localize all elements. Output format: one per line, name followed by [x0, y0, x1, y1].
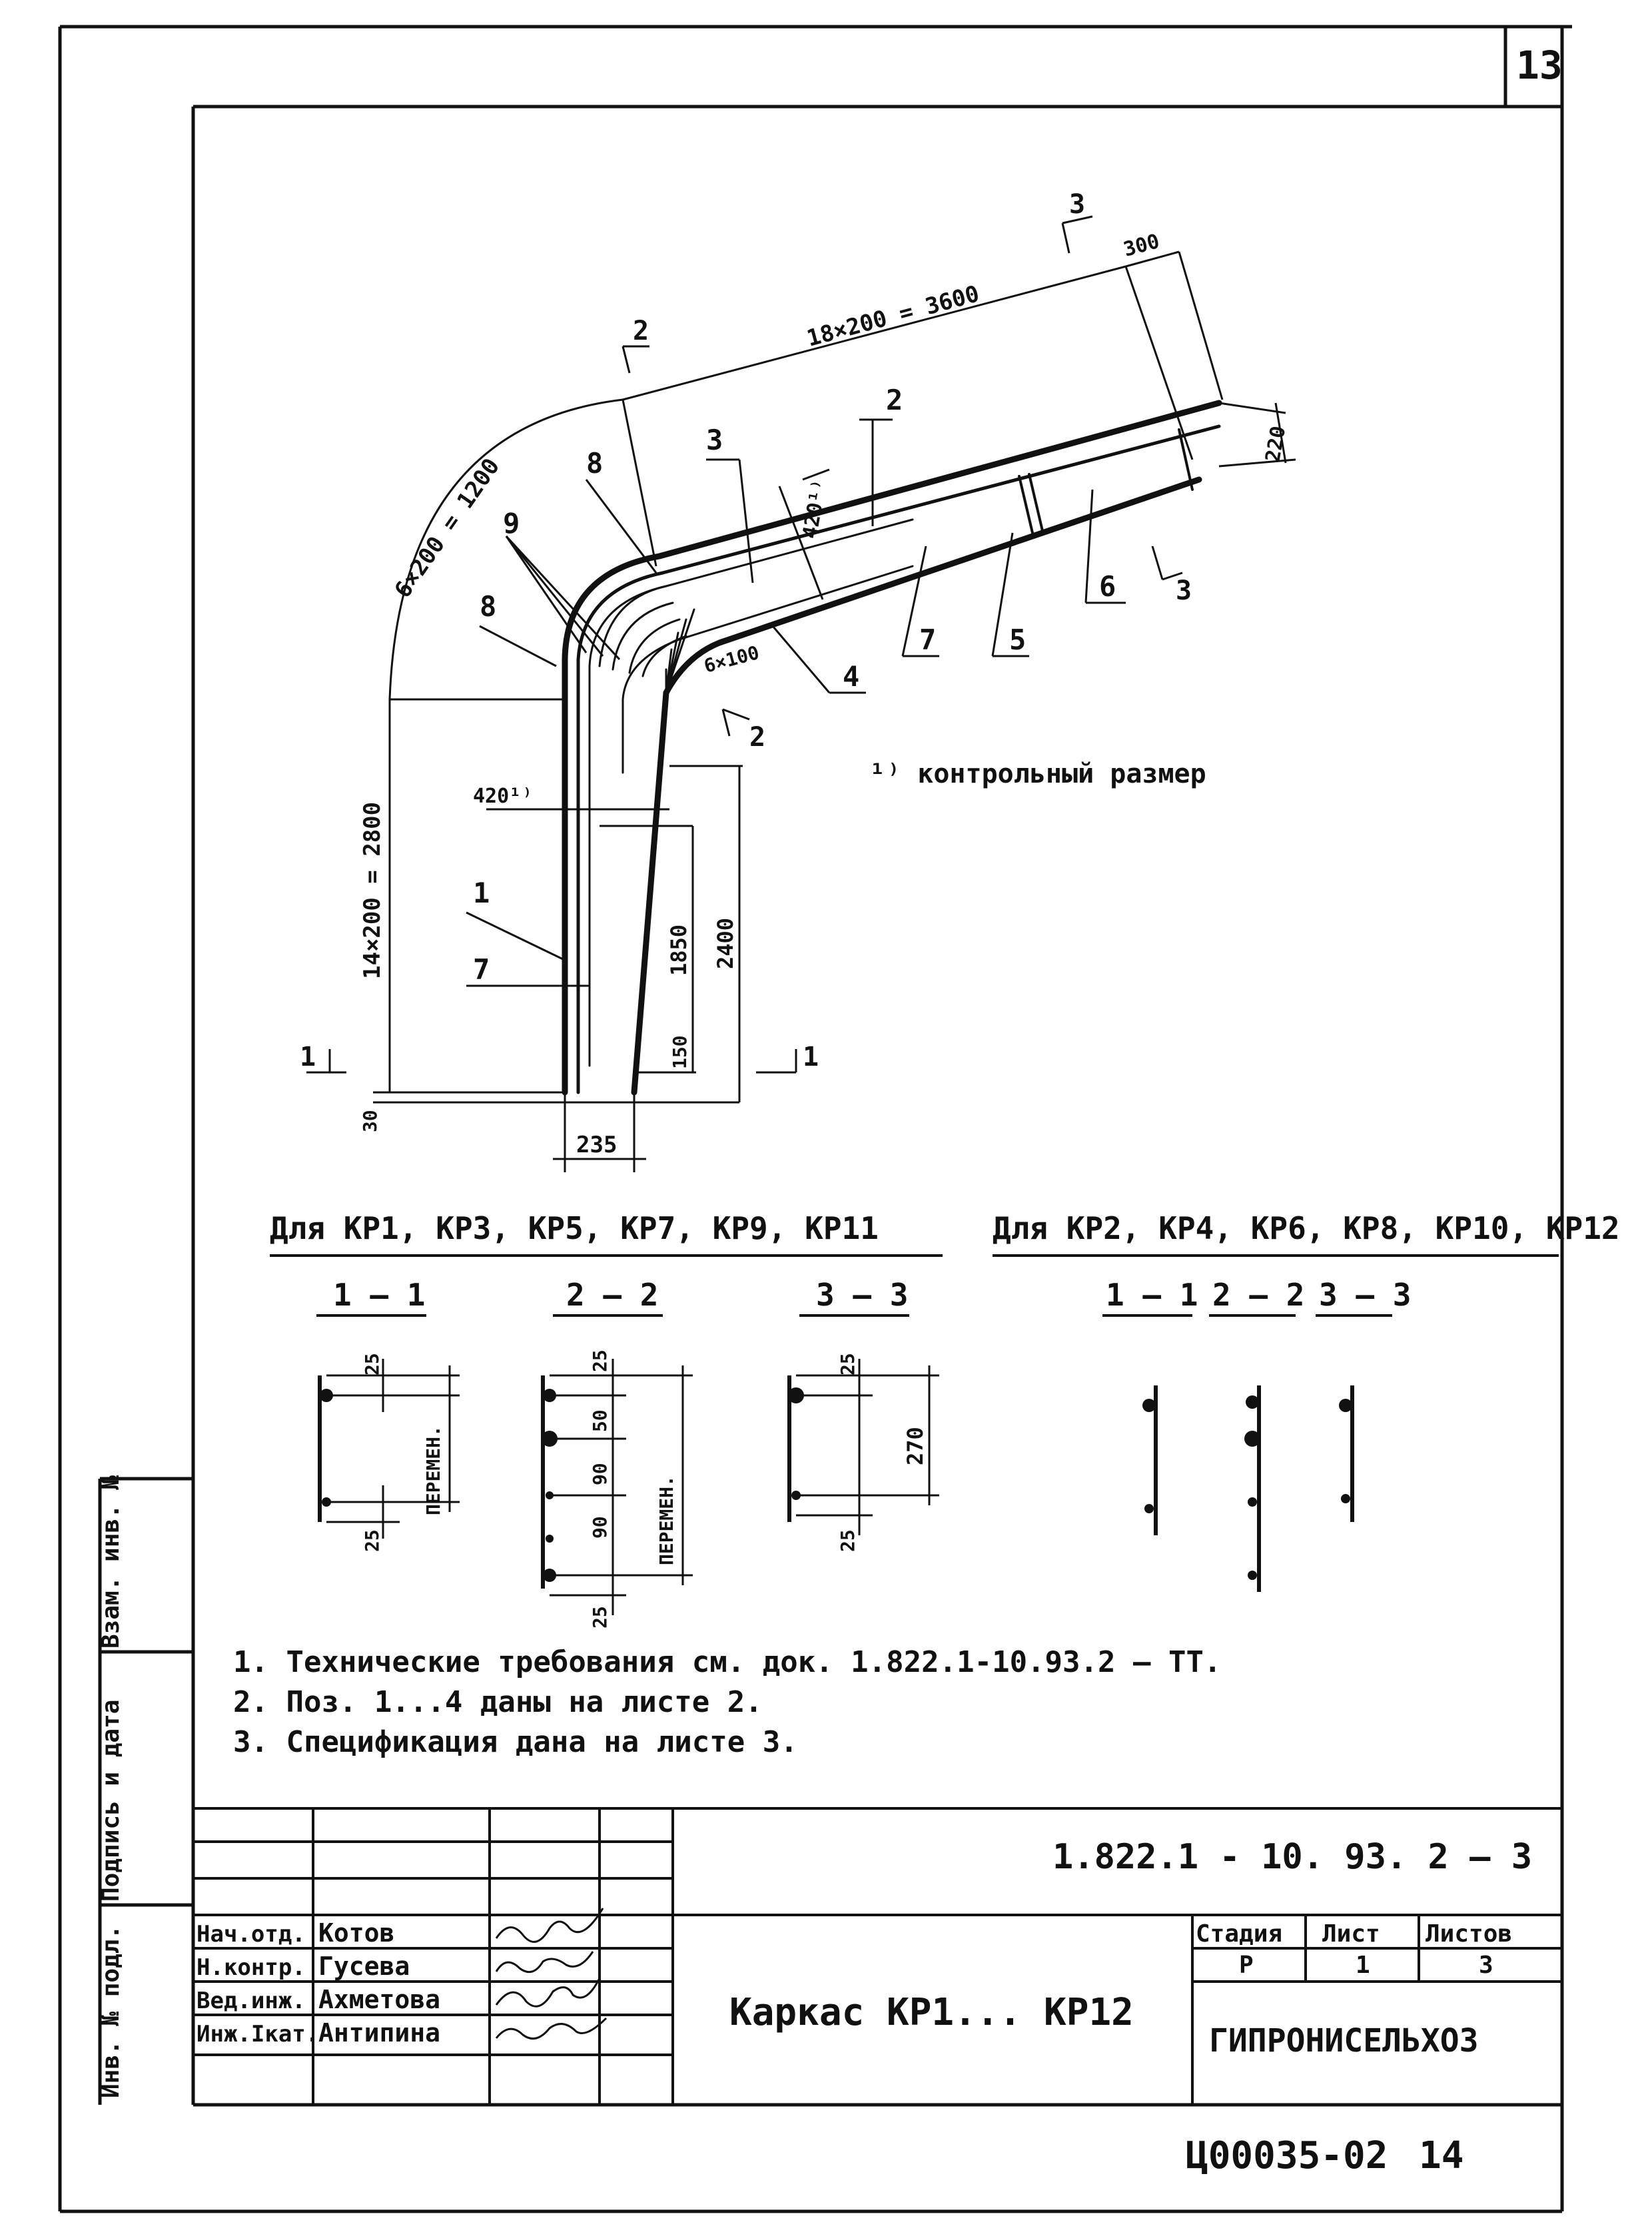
sect-mark-2-top: 2: [633, 316, 649, 346]
sl1-25b: 25: [361, 1529, 383, 1552]
dim-2400: 2400: [713, 918, 738, 969]
section-right-3-label: 3 – 3: [1319, 1277, 1411, 1313]
footnote-control-size: ¹⁾ контрольный размер: [869, 759, 1206, 789]
frame-bars: [562, 400, 1222, 1096]
section-left-2-label: 2 – 2: [566, 1277, 658, 1313]
org-name: ГИПРОНИСЕЛЬХОЗ: [1209, 2022, 1479, 2059]
leader-lines: [466, 418, 1126, 987]
sl2-90a: 90: [589, 1463, 611, 1485]
dim-vertical: 14×200 = 2800: [359, 802, 386, 979]
note-1: 1. Технические требования см. док. 1.822…: [233, 1645, 1221, 1679]
dim-150: 150: [669, 1035, 691, 1069]
role-2: Н.контр.: [197, 1954, 306, 1981]
pos-8-upper: 8: [586, 447, 603, 480]
sl2-90b: 90: [589, 1516, 611, 1539]
note-3: 3. Спецификация дана на листе 3.: [233, 1725, 798, 1759]
name-1: Котов: [318, 1918, 394, 1948]
section-right-1-label: 1 – 1: [1106, 1277, 1198, 1313]
pos-7-right: 7: [919, 623, 936, 656]
pos-5: 5: [1009, 623, 1026, 656]
pos-7-left: 7: [473, 953, 490, 986]
sl3-25: 25: [837, 1353, 859, 1375]
pos-1: 1: [473, 877, 490, 909]
sections-right-bars: [1154, 1385, 1354, 1592]
pos-9: 9: [503, 507, 520, 540]
dim-235: 235: [576, 1132, 617, 1158]
sheet-header: Лист: [1322, 1920, 1380, 1948]
pos-2: 2: [886, 384, 903, 416]
section-left-1-label: 1 – 1: [333, 1277, 425, 1313]
pos-8-lower: 8: [480, 590, 496, 623]
sl2-25: 25: [589, 1349, 611, 1372]
sect-mark-1-right: 1: [803, 1042, 819, 1072]
doc-code: 1.822.1 - 10. 93. 2 — 3: [1052, 1837, 1532, 1877]
dim-420-left: 420¹⁾: [473, 785, 533, 808]
sl2-50: 50: [589, 1409, 611, 1432]
title-block: [193, 1807, 1562, 2105]
bottom-page: 14: [1419, 2134, 1463, 2177]
pos-3: 3: [706, 424, 723, 456]
stage-value: Р: [1239, 1952, 1254, 1979]
section-right-2-label: 2 – 2: [1212, 1277, 1304, 1313]
stage-header: Стадия: [1196, 1920, 1282, 1948]
section-left-3: [787, 1359, 939, 1535]
sheet-value: 1: [1356, 1952, 1370, 1979]
bar-outer-2: [576, 424, 1221, 1094]
role-4: Инж.Iкат.: [197, 2021, 319, 2048]
sl3-270: 270: [903, 1427, 928, 1465]
role-1: Нач.отд.: [197, 1921, 306, 1948]
sl2-variable: ПЕРЕМЕН.: [655, 1475, 677, 1565]
sheets-header: Листов: [1426, 1920, 1512, 1948]
sl2-25b: 25: [589, 1606, 611, 1629]
dim-30: 30: [359, 1110, 381, 1132]
section-left-2: [541, 1359, 693, 1615]
sheets-value: 3: [1479, 1952, 1493, 1979]
sheet-frame: [58, 25, 1572, 2213]
dim-300: 300: [1121, 230, 1162, 262]
dim-lines: [306, 215, 1296, 1172]
name-2: Гусева: [318, 1952, 410, 1981]
dim-220: 220: [1261, 424, 1290, 464]
side-inv-label: Инв. № подл.: [97, 1925, 125, 2098]
drawing-title: Каркас КР1... КР12: [729, 1991, 1134, 2034]
sl1-variable: ПЕРЕМЕН.: [422, 1425, 444, 1515]
name-4: Антипина: [318, 2018, 440, 2048]
section-left-3-label: 3 – 3: [816, 1277, 908, 1313]
role-3: Вед.инж.: [197, 1988, 306, 2014]
dim-1850: 1850: [666, 925, 691, 976]
sect-mark-1-left: 1: [300, 1042, 316, 1072]
pos-6: 6: [1099, 570, 1116, 603]
sl3-25b: 25: [837, 1529, 859, 1552]
dim-arc: 6×200 = 1200: [390, 454, 506, 603]
side-vzam-label: Взам. инв. №: [97, 1475, 125, 1649]
bar-outer: [562, 400, 1222, 1096]
section-left-1: [318, 1359, 460, 1539]
note-2: 2. Поз. 1...4 даны на листе 2.: [233, 1685, 763, 1719]
name-3: Ахметова: [318, 1985, 440, 2014]
sections-left-title: Для КР1, КР3, КР5, КР7, КР9, КР11: [270, 1210, 879, 1246]
corner-number: 13: [1516, 43, 1563, 88]
bottom-code: Ц00035-02: [1186, 2134, 1388, 2177]
side-podpis-label: Подпись и дата: [97, 1700, 125, 1902]
sect-mark-3-top: 3: [1069, 189, 1085, 220]
dim-straight-top: 18×200 = 3600: [804, 280, 982, 352]
sections-right-title: Для КР2, КР4, КР6, КР8, КР10, КР12: [993, 1210, 1620, 1246]
sect-mark-2-bottom: 2: [749, 722, 765, 753]
pos-4: 4: [843, 660, 859, 693]
bar-7: [588, 518, 914, 1067]
signatures: [495, 1908, 608, 2040]
sect-mark-3-bottom: 3: [1176, 575, 1192, 606]
sl1-25a: 25: [361, 1353, 383, 1375]
